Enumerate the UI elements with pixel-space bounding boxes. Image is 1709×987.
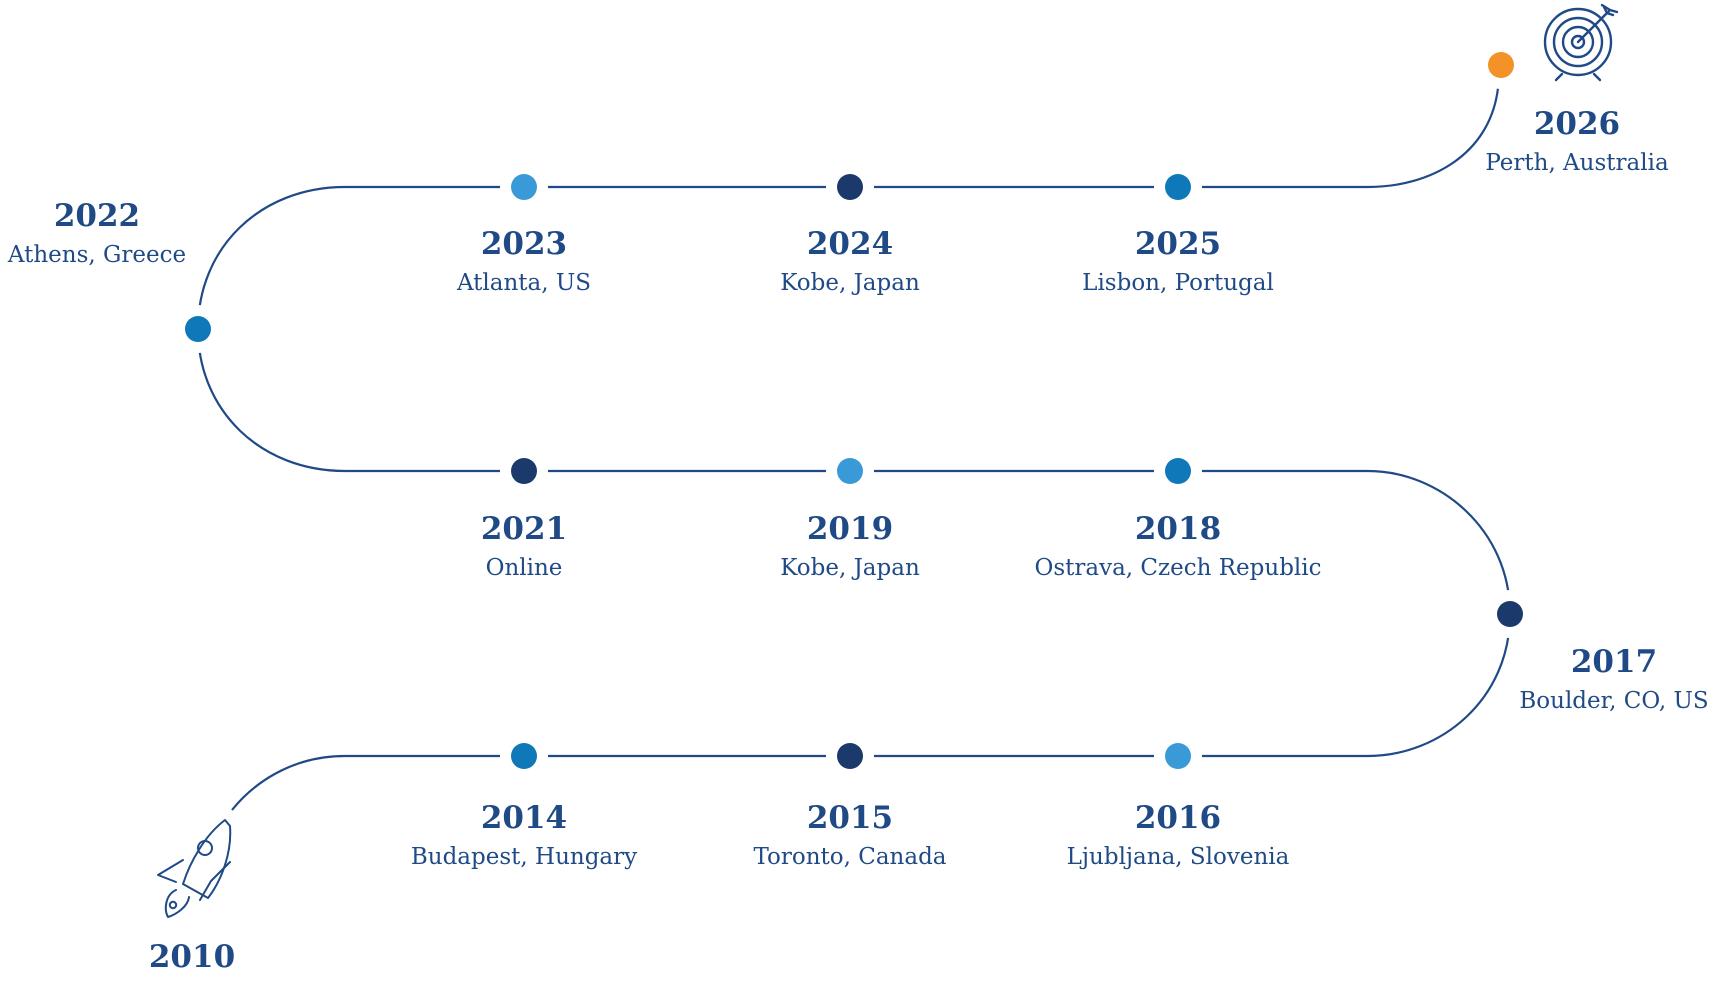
milestone-dot-2014 [511,743,537,769]
milestone-place: Lisbon, Portugal [1082,270,1274,296]
milestone-dot-2019 [837,458,863,484]
milestone-place: Toronto, Canada [753,844,947,870]
milestone-dot-2022 [185,316,211,342]
milestone-dot-2017 [1497,601,1523,627]
milestone-year: 2018 [1134,511,1222,547]
milestone-dot-2018 [1165,458,1191,484]
milestone-place: Perth, Australia [1485,150,1669,176]
rocket-icon [157,819,232,918]
milestone-place: Atlanta, US [456,270,592,296]
milestone-dot-2025 [1165,174,1191,200]
milestone-place: Kobe, Japan [780,270,920,296]
milestone-dot-2023 [511,174,537,200]
milestone-year: 2024 [806,226,894,262]
milestone-dots [174,41,1534,780]
milestone-year: 2025 [1134,226,1222,262]
start-year: 2010 [148,939,236,975]
target-arrow-icon [1543,3,1619,82]
milestone-year: 2014 [480,800,568,836]
milestone-year: 2015 [806,800,894,836]
timeline-path [196,87,1512,811]
milestone-place: Ostrava, Czech Republic [1034,555,1322,581]
milestone-place: Boulder, CO, US [1519,688,1709,714]
milestone-place: Athens, Greece [7,242,187,268]
milestone-dot-2021 [511,458,537,484]
milestone-dot-2024 [837,174,863,200]
milestone-place: Kobe, Japan [780,555,920,581]
milestone-dot-2026 [1488,52,1514,78]
milestone-year: 2026 [1533,106,1621,142]
milestone-place: Budapest, Hungary [410,844,638,870]
milestone-place: Ljubljana, Slovenia [1066,844,1290,870]
milestone-year: 2017 [1570,644,1658,680]
milestone-year: 2016 [1134,800,1222,836]
milestone-year: 2023 [480,226,568,262]
milestone-dot-2016 [1165,743,1191,769]
milestone-year: 2021 [480,511,568,547]
milestone-place: Online [485,555,563,581]
milestone-year: 2022 [53,198,141,234]
milestone-year: 2019 [806,511,894,547]
milestone-dot-2015 [837,743,863,769]
